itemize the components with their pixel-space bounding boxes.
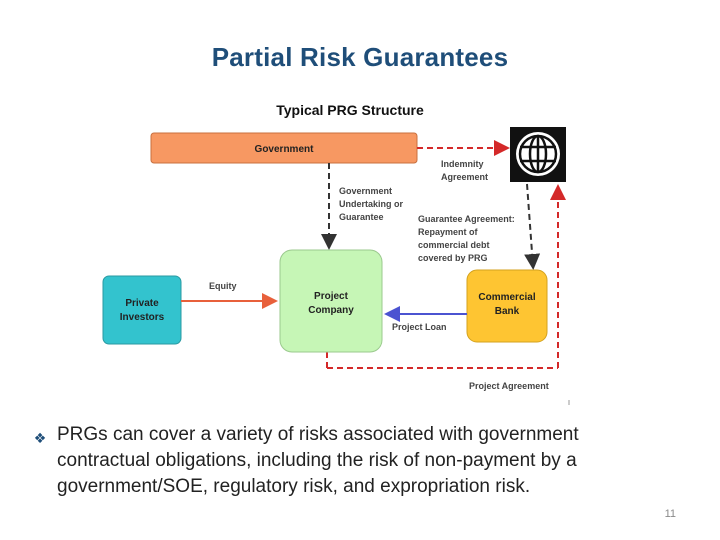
prg-structure-diagram: Government Indemnity Agreement Governmen… (102, 127, 570, 405)
indemnity-label-line2: Agreement (441, 172, 488, 182)
bullet-item: ❖ PRGs can cover a variety of risks asso… (34, 422, 670, 500)
diamond-bullet-icon: ❖ (33, 430, 47, 446)
bullet-text: PRGs can cover a variety of risks associ… (57, 424, 579, 497)
undertaking-label-line3: Guarantee (339, 212, 384, 222)
diagram-title: Typical PRG Structure (276, 102, 424, 118)
undertaking-label-line1: Government (339, 186, 392, 196)
project-loan-label: Project Loan (392, 322, 447, 332)
undertaking-label-line2: Undertaking or (339, 199, 404, 209)
commercial-bank-node: Commercial Bank (466, 269, 548, 343)
project-company-label-line2: Company (308, 305, 354, 316)
guarantee-label-line1: Guarantee Agreement: (418, 214, 515, 224)
guarantee-label-line2: Repayment of (418, 227, 479, 237)
guarantee-label-line4: covered by PRG (418, 253, 488, 263)
project-agreement-label: Project Agreement (469, 381, 549, 391)
government-node: Government (150, 132, 418, 164)
private-investors-node: Private Investors (102, 275, 182, 345)
government-label: Government (255, 144, 315, 155)
private-investors-label-line2: Investors (120, 312, 165, 323)
page-number: 11 (664, 508, 676, 520)
project-agreement-edge (326, 184, 566, 369)
slide-title: Partial Risk Guarantees (211, 42, 509, 72)
private-investors-label-line1: Private (125, 298, 159, 309)
commercial-bank-label-line2: Bank (495, 306, 520, 317)
project-company-label-line1: Project (314, 291, 349, 302)
globe-logo-icon (510, 127, 566, 182)
guarantee-edge (524, 183, 541, 270)
commercial-bank-label-line1: Commercial (478, 292, 535, 303)
guarantee-label-line3: commercial debt (418, 240, 490, 250)
project-company-node: Project Company (279, 249, 383, 353)
equity-label: Equity (209, 281, 237, 291)
indemnity-label-line1: Indemnity (441, 159, 484, 169)
